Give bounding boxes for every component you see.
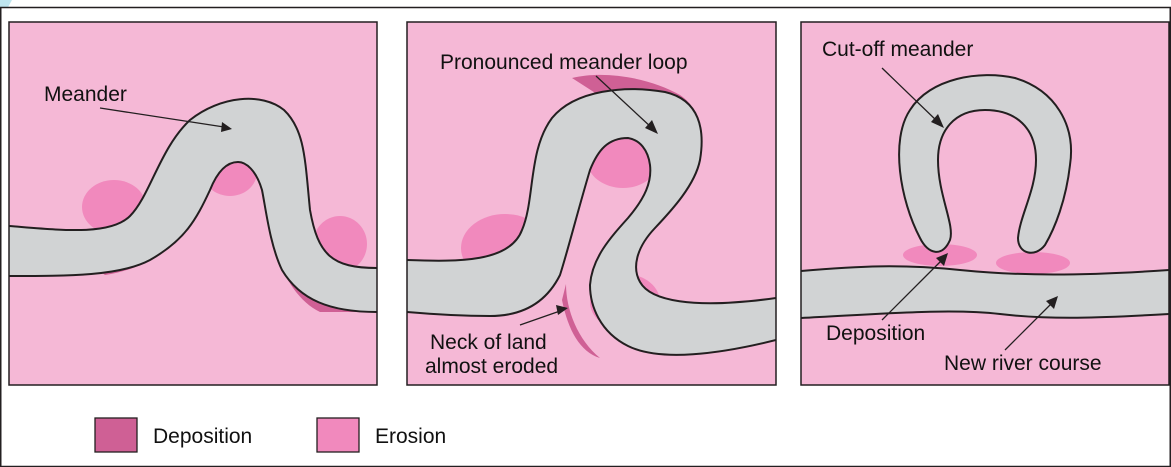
pronounced-loop-label: Pronounced meander loop xyxy=(440,51,688,74)
legend-deposition-label: Deposition xyxy=(153,425,252,448)
deposition-label: Deposition xyxy=(826,322,925,345)
panel-meander: Meander xyxy=(9,22,377,385)
neck-label-line2: almost eroded xyxy=(425,355,558,378)
panel-cutoff-meander: Cut-off meander Deposition New river cou… xyxy=(801,22,1169,385)
cutoff-meander-label: Cut-off meander xyxy=(822,38,973,61)
new-river-course-label: New river course xyxy=(944,352,1102,375)
legend-deposition-swatch xyxy=(95,418,137,452)
legend-erosion-label: Erosion xyxy=(375,425,446,448)
panel-pronounced-loop: Pronounced meander loop Neck of land alm… xyxy=(407,22,776,385)
deposition-area xyxy=(996,252,1070,274)
meander-label: Meander xyxy=(44,83,127,106)
neck-label-line1: Neck of land xyxy=(430,331,547,354)
legend-erosion-swatch xyxy=(317,418,359,452)
